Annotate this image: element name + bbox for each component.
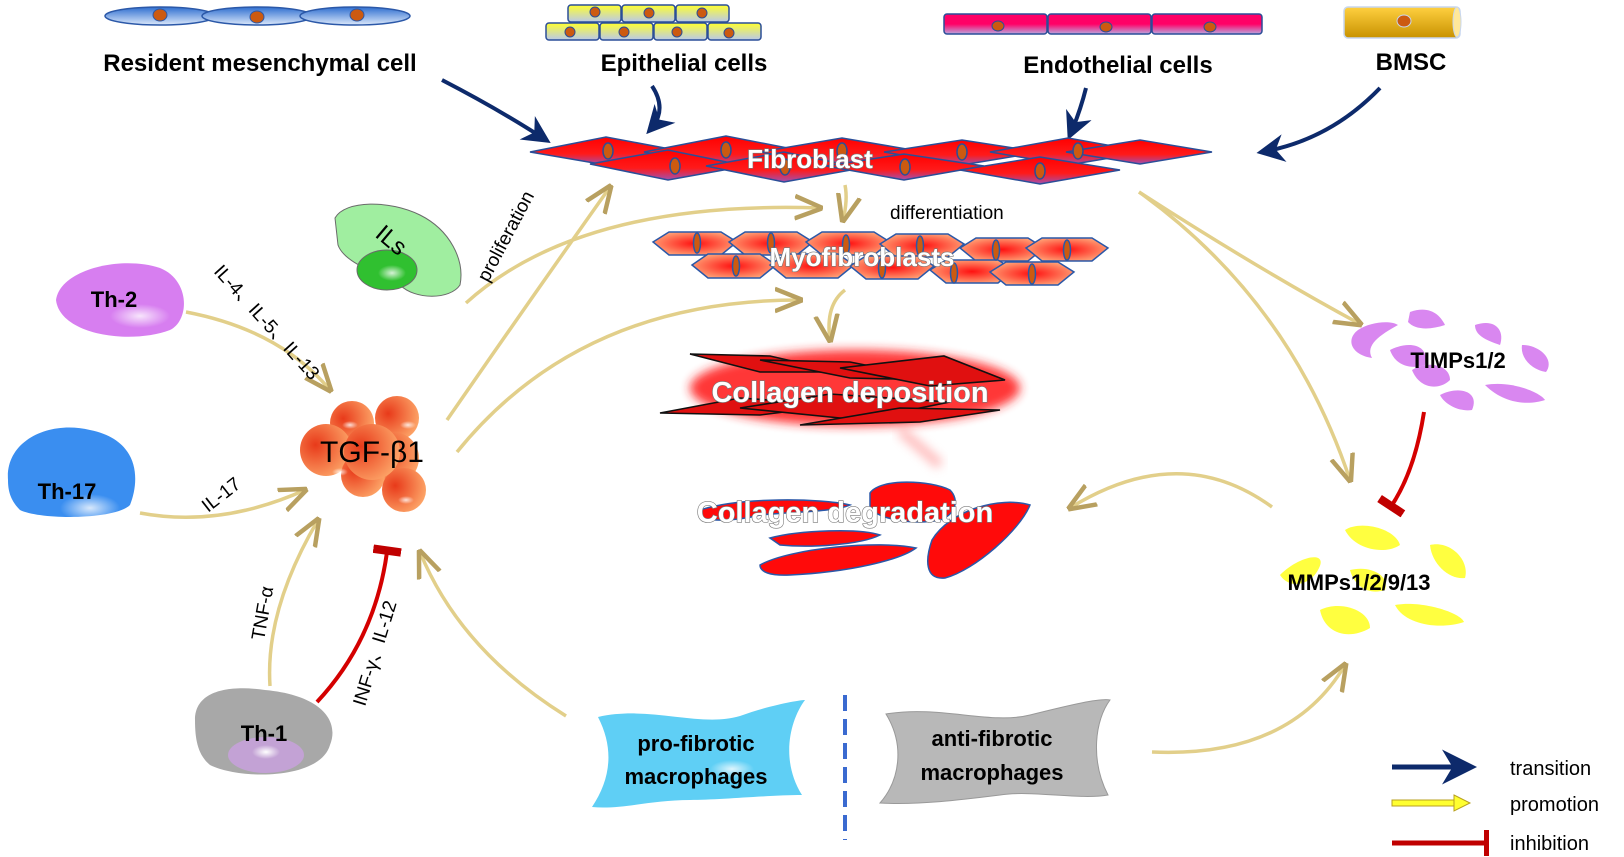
th17-label: Th-17 (38, 479, 97, 504)
promotion-arrow-mmps (1137, 190, 1350, 480)
promotion-arrows (139, 184, 1360, 755)
inhibition-arrows (315, 411, 1426, 704)
epithelial-cells-graphic (545, 4, 762, 41)
promotion-arrow-th2 (185, 310, 330, 390)
pro-fibrotic-macrophages-label-line2: macrophages (624, 764, 767, 789)
legend-item-inhibition: inhibition (1392, 830, 1589, 856)
fibroblast-graphic (529, 135, 1213, 185)
tgf-beta1-cluster (300, 396, 426, 512)
legend-promotion-label: promotion (1510, 794, 1599, 816)
anti-fibrotic-macrophages-label-line2: macrophages (920, 760, 1063, 785)
th1-label: Th-1 (241, 721, 287, 746)
transition-arrow-epithelial (646, 84, 676, 135)
legend-transition-label: transition (1510, 758, 1591, 780)
legend-item-transition: transition (1392, 749, 1591, 785)
promotion-arrow-anti-macrophage (1151, 665, 1345, 755)
pro-fibrotic-macrophages-label-line1: pro-fibrotic (637, 731, 754, 756)
timps-cluster (1351, 309, 1549, 411)
th2-cell (56, 263, 184, 337)
legend-item-promotion: promotion (1391, 794, 1599, 816)
inhibition-arrow-timps (1377, 411, 1426, 518)
tgf-beta1-label: TGF-β1 (320, 436, 424, 469)
th17-cell (7, 427, 136, 522)
resident-mesenchymal-cell-label: Resident mesenchymal cell (103, 50, 416, 77)
collagen-deposition-graphic (659, 350, 1020, 469)
mmps-label: MMPs1/2/9/13 (1287, 570, 1430, 595)
transition-arrow-bmsc (1256, 86, 1382, 162)
timps-label: TIMPs1/2 (1410, 348, 1505, 373)
th1-cell (195, 688, 333, 775)
differentiation-label: differentiation (890, 203, 1004, 224)
promotion-arrow-collagen-deposition (829, 288, 847, 340)
inhibition-arrow-th1 (315, 544, 402, 704)
collagen-degradation-graphic (699, 481, 1032, 579)
legend-inhibition-tee-icon (1484, 830, 1489, 856)
epithelial-cells-label: Epithelial cells (601, 50, 768, 77)
differentiation-arrow (843, 184, 846, 220)
legend-promotion-arrow-icon (1453, 794, 1472, 812)
anti-fibrotic-macrophages-shape (878, 699, 1111, 804)
collagen-deposition-label: Collagen deposition (711, 377, 988, 409)
promotion-arrow-timps (1138, 190, 1360, 324)
transition-arrow-endothelial (1066, 87, 1092, 141)
promotion-arrow-th17 (139, 490, 305, 519)
legend-inhibition-label: inhibition (1510, 833, 1589, 855)
endothelial-cells-graphic (943, 13, 1263, 35)
myofibroblasts-graphic (651, 231, 1110, 286)
promotion-arrow-tgf-myofibroblast (455, 300, 800, 454)
bmsc-label: BMSC (1376, 49, 1447, 76)
promotion-arrow-collagen-degradation (1070, 472, 1274, 508)
legend: transition promotion inhibition (1391, 749, 1599, 856)
anti-fibrotic-macrophages-label-line1: anti-fibrotic (932, 726, 1053, 751)
myofibroblasts-label: Myofibroblasts (770, 242, 955, 272)
promotion-arrow-pro-macrophage (420, 552, 567, 718)
promotion-arrow-th1 (267, 520, 318, 687)
th2-label: Th-2 (91, 287, 137, 312)
mmps-cluster (1280, 525, 1466, 635)
pro-fibrotic-macrophages-shape (592, 700, 805, 808)
promotion-arrow-ils (464, 207, 820, 305)
collagen-degradation-label: Collagen degradation (697, 497, 993, 529)
fibroblast-label: Fibroblast (747, 144, 873, 174)
transition-arrow-resident (441, 78, 551, 144)
bmsc-graphic (1343, 6, 1462, 39)
legend-promotion-arrow-shaft (1391, 799, 1455, 807)
ils-cluster (334, 203, 462, 297)
th1-inhibit-label: INF-γ、IL-12 (350, 598, 402, 708)
transition-arrows (441, 78, 1382, 162)
resident-mesenchymal-cell-graphic (104, 6, 411, 26)
promotion-arrow-tgf-fibroblast (445, 187, 610, 421)
endothelial-cells-label: Endothelial cells (1023, 52, 1212, 79)
